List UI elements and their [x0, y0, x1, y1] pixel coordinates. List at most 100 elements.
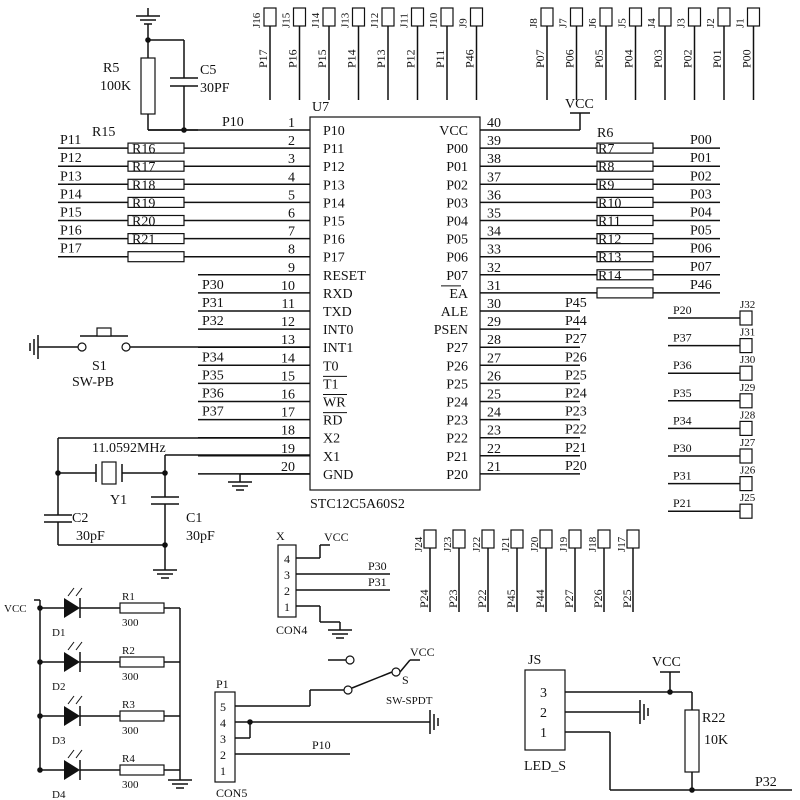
- top-header-ref: J3: [676, 18, 688, 28]
- mcu-right-pin-name: P26: [446, 359, 468, 374]
- mcu-right-pin-number: 35: [487, 207, 501, 222]
- top-header-net: P14: [345, 49, 359, 68]
- mcu-left-pin-number: 9: [288, 261, 295, 276]
- mcu-left-pin-name: INT0: [323, 323, 353, 338]
- spdt-common-contact: [343, 685, 353, 695]
- right-resistor-label: R10: [598, 196, 621, 211]
- led-resistor: [119, 710, 165, 722]
- js-label: LED_S: [524, 759, 566, 774]
- top-header-ref: J13: [340, 12, 352, 28]
- mcu-left-pin-number: 19: [281, 442, 295, 457]
- bottom-header-pin: [452, 529, 466, 549]
- mcu-left-pin-name: P17: [323, 251, 345, 266]
- mcu-right-pin-name: EA: [449, 287, 469, 302]
- bottom-header-pin: [626, 529, 640, 549]
- mcu-left-pin-name: P12: [323, 160, 345, 175]
- r22-body: [684, 709, 700, 773]
- mcu-right-pin-name: VCC: [439, 124, 468, 139]
- mcu-left-pin-name: RESET: [323, 269, 366, 284]
- mcu-left-pin-name: P15: [323, 215, 345, 230]
- mcu-left-pin-number: 15: [281, 369, 295, 384]
- js-pin-number: 1: [540, 726, 547, 741]
- top-header-pin: [263, 7, 277, 27]
- top-header-net: P13: [374, 49, 388, 68]
- top-header-net: P17: [256, 49, 270, 68]
- right-net-label: P25: [565, 368, 587, 383]
- con4-pin-number: 4: [284, 552, 290, 566]
- mcu-left-pin-number: 17: [281, 406, 295, 421]
- top-header-ref: J2: [705, 18, 717, 28]
- mcu-left-pin-number: 3: [288, 152, 295, 167]
- js-signal-junction: [689, 787, 695, 793]
- led-ray: [75, 749, 83, 759]
- mcu-right-pin-name: P25: [446, 377, 468, 392]
- mcu-right-pin-number: 24: [487, 406, 501, 421]
- left-resistor-label: R17: [132, 160, 155, 175]
- bottom-header-ref: J18: [587, 536, 599, 552]
- top-header-pin: [381, 7, 395, 27]
- bottom-header-ref: J22: [471, 537, 483, 552]
- mcu-left-pin-number: 16: [281, 388, 295, 403]
- mcu-right-pin-name: P07: [446, 269, 468, 284]
- con5-junction: [247, 719, 253, 725]
- mcu-left-pin-number: 11: [282, 297, 295, 312]
- right-net-label: P24: [565, 387, 587, 402]
- top-header-pin: [658, 7, 672, 27]
- top-header-ref: J11: [399, 13, 411, 28]
- bottom-header-ref: J20: [529, 536, 541, 552]
- con5-body: [214, 691, 236, 783]
- right-resistor-label: R13: [598, 251, 621, 266]
- left-net-label: P31: [202, 296, 224, 311]
- c1-value: 30pF: [186, 529, 215, 544]
- right-header-pin: [739, 338, 753, 354]
- left-resistor-label: R18: [132, 178, 155, 193]
- led-ref: D2: [52, 681, 65, 693]
- right-net-label: P21: [565, 441, 587, 456]
- top-header-ref: J14: [310, 12, 322, 28]
- bottom-header-pin: [510, 529, 524, 549]
- bottom-header-ref: J21: [500, 537, 512, 552]
- mcu-u7: U7STC12C5A60S21P102P113P124P135P146P157P…: [198, 100, 580, 512]
- sw-type: SW-PB: [72, 375, 114, 390]
- led-triangle: [64, 706, 80, 726]
- crystal-ref: Y1: [110, 493, 127, 508]
- led-ray: [75, 641, 83, 651]
- left-net-label: P15: [60, 206, 82, 221]
- r22-value: 10K: [704, 733, 728, 748]
- right-resistor-label: R7: [598, 142, 614, 157]
- spdt-vcc-label: VCC: [410, 645, 435, 659]
- mcu-right-pin-number: 40: [487, 116, 501, 131]
- mcu-left-pin-number: 6: [288, 207, 295, 222]
- top-header-ref: J16: [251, 12, 263, 28]
- resistor-network-label: R6: [597, 126, 613, 141]
- right-net-label: P05: [690, 224, 712, 239]
- right-net-label: P46: [690, 278, 712, 293]
- con5-pin-number: 3: [220, 732, 226, 746]
- mcu-right-pin-number: 36: [487, 188, 501, 203]
- bottom-header-pin: [539, 529, 553, 549]
- top-header-net: P03: [651, 49, 665, 68]
- top-header-pin: [322, 7, 336, 27]
- mcu-left-pin-number: 18: [281, 424, 295, 439]
- left-resistor: [127, 196, 185, 208]
- con5-pin-number: 1: [220, 764, 226, 778]
- top-header-net: P16: [286, 49, 300, 68]
- r5-ref: R5: [103, 61, 119, 76]
- right-header-pin: [739, 365, 753, 381]
- left-net-label: P17: [60, 242, 82, 257]
- mcu-left-pin-number: 2: [288, 134, 295, 149]
- led-ray: [67, 587, 75, 597]
- led-triangle: [64, 760, 80, 780]
- r22-ref: R22: [702, 711, 725, 726]
- top-header-pin: [469, 7, 484, 27]
- mcu-right-pin-number: 26: [487, 369, 501, 384]
- right-resistor: [596, 269, 654, 281]
- top-header-ref: J9: [458, 18, 470, 28]
- top-header-ref: J6: [587, 18, 599, 28]
- right-net-label: P03: [690, 187, 712, 202]
- top-header-pin: [351, 7, 366, 27]
- js-pin-number: 3: [540, 686, 547, 701]
- sw-contact: [77, 342, 87, 352]
- bottom-header-ref: J19: [558, 536, 570, 552]
- led-ray: [67, 749, 75, 759]
